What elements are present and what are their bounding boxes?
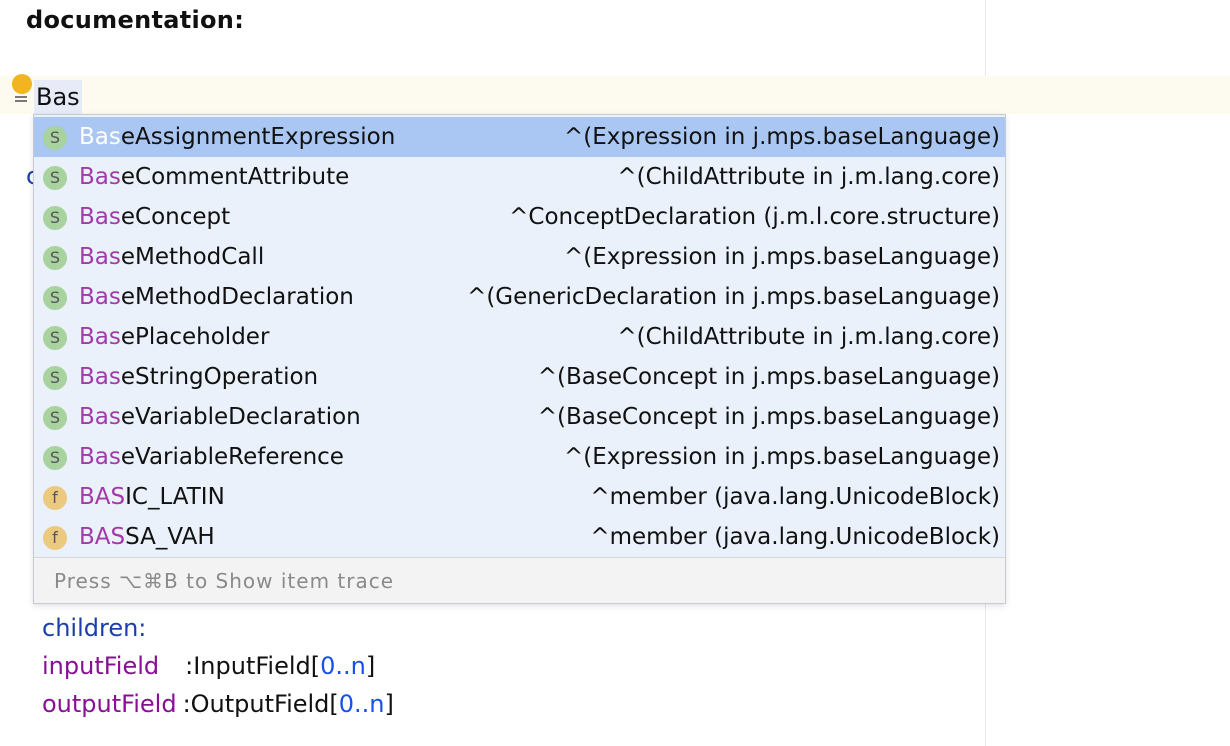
completion-item-name: BaseMethodCall: [79, 237, 264, 277]
completion-item-name: BaseVariableDeclaration: [79, 397, 361, 437]
completion-item-type: ^member (java.lang.UnicodeBlock): [590, 484, 1000, 510]
completion-item-type: ^(ChildAttribute in j.m.lang.core): [617, 324, 1000, 350]
completion-item-type: ^member (java.lang.UnicodeBlock): [590, 524, 1000, 550]
completion-item[interactable]: S BaseMethodCall ^(Expression in j.mps.bas…: [34, 237, 1005, 277]
completion-item-match: Bas: [79, 364, 121, 390]
input-field-cardinality[interactable]: 0..n: [320, 652, 366, 680]
completion-item-rest: eMethodCall: [120, 244, 265, 270]
field-kind-icon: f: [43, 526, 67, 550]
completion-item-rest: eAssignmentExpression: [120, 124, 396, 150]
completion-item[interactable]: S BasePlaceholder ^(ChildAttribute in j.m.…: [34, 317, 1005, 357]
completion-item-rest: IC_LATIN: [125, 484, 225, 510]
completion-item-match: BAS: [79, 484, 126, 510]
completion-item[interactable]: S BaseAssignmentExpression ^(Expression in…: [34, 117, 1005, 157]
completion-item-match: Bas: [79, 204, 121, 230]
concept-kind-icon: S: [43, 246, 67, 270]
completion-item-match: Bas: [79, 284, 121, 310]
completion-item-name: BaseAssignmentExpression: [79, 117, 395, 157]
completion-item-match: Bas: [79, 164, 121, 190]
completion-item-name: BaseStringOperation: [79, 357, 318, 397]
concept-kind-icon: S: [43, 166, 67, 190]
output-field-bracket: ]: [384, 690, 394, 718]
completion-footer-hint: Press ⌥⌘B to Show item trace: [34, 557, 1005, 603]
field-kind-icon: f: [43, 486, 67, 510]
completion-item-rest: eStringOperation: [120, 364, 319, 390]
completion-item-match: Bas: [79, 324, 121, 350]
completion-item-rest: eConcept: [120, 204, 231, 230]
output-field-child-line: outputField:OutputField[0..n]: [42, 690, 394, 718]
completion-item-name: BaseCommentAttribute: [79, 157, 349, 197]
completion-item-match: Bas: [79, 124, 121, 150]
concept-kind-icon: S: [43, 366, 67, 390]
completion-item-name: BaseMethodDeclaration: [79, 277, 354, 317]
completion-item-type: ^(BaseConcept in j.mps.baseLanguage): [537, 364, 1000, 390]
completion-item-match: Bas: [79, 404, 121, 430]
completion-item-name: BaseConcept: [79, 197, 230, 237]
children-colon: :: [138, 614, 147, 642]
input-field-child-line: inputField :InputField[0..n]: [42, 652, 375, 680]
completion-item[interactable]: f BASIC_LATIN ^member (java.lang.UnicodeBl…: [34, 477, 1005, 517]
lightbulb-intention-icon[interactable]: [10, 74, 34, 108]
completion-item-type: ^(BaseConcept in j.mps.baseLanguage): [537, 404, 1000, 430]
concept-kind-icon: S: [43, 406, 67, 430]
completion-item-name: BASSA_VAH: [79, 517, 215, 557]
concept-kind-icon: S: [43, 126, 67, 150]
completion-item-type: ^(Expression in j.mps.baseLanguage): [564, 124, 1000, 150]
concept-kind-icon: S: [43, 326, 67, 350]
current-line-highlight: [0, 76, 1230, 114]
completion-item-type: ^ConceptDeclaration (j.m.l.core.structur…: [509, 204, 1000, 230]
completion-item[interactable]: S BaseVariableDeclaration ^(BaseConcept in…: [34, 397, 1005, 437]
completion-item[interactable]: f BASSA_VAH ^member (java.lang.UnicodeBloc…: [34, 517, 1005, 557]
completion-item-match: Bas: [79, 444, 121, 470]
completion-item-rest: eVariableReference: [120, 444, 344, 470]
completion-item[interactable]: S BaseVariableReference ^(Expression in j.…: [34, 437, 1005, 477]
output-field-cardinality[interactable]: 0..n: [338, 690, 385, 718]
input-field-bracket: ]: [365, 652, 376, 680]
completion-item[interactable]: S BaseStringOperation ^(BaseConcept in j.m…: [34, 357, 1005, 397]
completion-item-name: BASIC_LATIN: [79, 477, 225, 517]
documentation-label: documentation:: [26, 6, 245, 34]
input-field-name[interactable]: inputField: [42, 652, 160, 680]
completion-item-type: ^(ChildAttribute in j.m.lang.core): [617, 164, 1000, 190]
completion-item-rest: ePlaceholder: [120, 324, 270, 350]
children-keyword[interactable]: children: [42, 614, 139, 642]
completion-item-rest: SA_VAH: [125, 524, 215, 550]
concept-kind-icon: S: [43, 286, 67, 310]
completion-item-rest: eVariableDeclaration: [120, 404, 361, 430]
completion-item-match: BAS: [79, 524, 126, 550]
completion-item-rest: eCommentAttribute: [120, 164, 350, 190]
completion-item-type: ^(Expression in j.mps.baseLanguage): [564, 444, 1000, 470]
completion-item-name: BasePlaceholder: [79, 317, 269, 357]
children-section-line: children:: [42, 614, 146, 642]
completion-item[interactable]: S BaseMethodDeclaration ^(GenericDeclarati…: [34, 277, 1005, 317]
input-field-type[interactable]: :InputField[: [185, 652, 321, 680]
output-field-name[interactable]: outputField: [42, 690, 177, 718]
completion-item[interactable]: S BaseCommentAttribute ^(ChildAttribute in…: [34, 157, 1005, 197]
completion-item[interactable]: S BaseConcept ^ConceptDeclaration (j.m.l.c…: [34, 197, 1005, 237]
concept-kind-icon: S: [43, 206, 67, 230]
completion-item-type: ^(Expression in j.mps.baseLanguage): [564, 244, 1000, 270]
completion-input-text[interactable]: Bas: [34, 80, 82, 114]
output-field-type[interactable]: :OutputField[: [182, 690, 339, 718]
completion-item-rest: eMethodDeclaration: [120, 284, 354, 310]
concept-kind-icon: S: [43, 446, 67, 470]
completion-item-match: Bas: [79, 244, 121, 270]
completion-item-name: BaseVariableReference: [79, 437, 344, 477]
completion-item-type: ^(GenericDeclaration in j.mps.baseLangua…: [467, 284, 1000, 310]
